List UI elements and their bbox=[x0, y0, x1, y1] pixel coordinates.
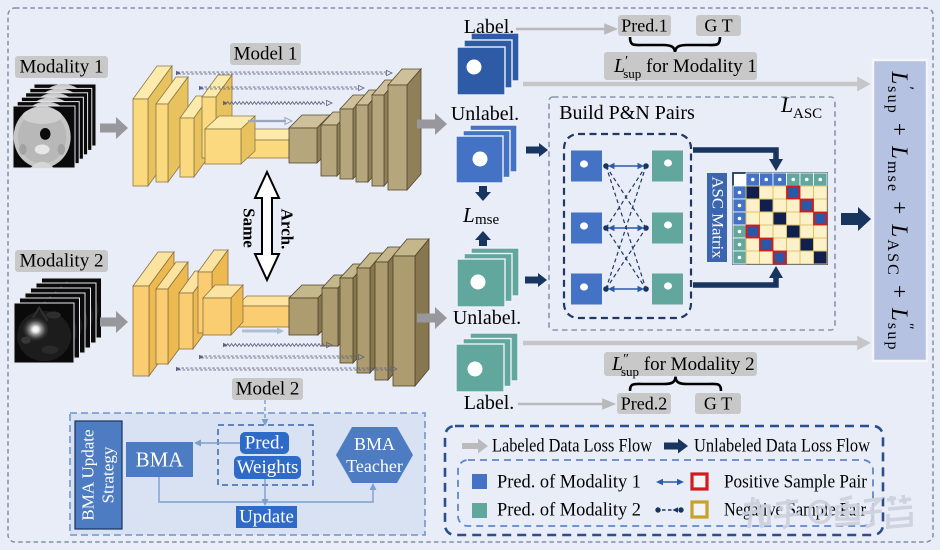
svg-text:L: L bbox=[462, 203, 475, 227]
svg-text:mse: mse bbox=[475, 212, 500, 228]
svg-text:Pred. of Modality 1: Pred. of Modality 1 bbox=[497, 472, 641, 493]
svg-text:Weights: Weights bbox=[237, 457, 299, 478]
svg-text:Unlabel.: Unlabel. bbox=[453, 307, 521, 329]
svg-text:BMA: BMA bbox=[354, 434, 395, 454]
svg-text:Pred.1: Pred.1 bbox=[621, 16, 668, 36]
svg-text:Same: Same bbox=[240, 208, 259, 248]
svg-text:Model 2: Model 2 bbox=[236, 379, 300, 400]
svg-text:BMA Update: BMA Update bbox=[79, 429, 98, 520]
svg-text:BMA: BMA bbox=[136, 448, 185, 472]
svg-text:Model 1: Model 1 bbox=[234, 44, 298, 65]
svg-text:Build P&N Pairs: Build P&N Pairs bbox=[559, 102, 695, 124]
svg-text:L″sup for Modality 2: L″sup for Modality 2 bbox=[611, 352, 755, 379]
svg-text:Modality 2: Modality 2 bbox=[20, 251, 104, 272]
svg-text:Pred.: Pred. bbox=[245, 433, 285, 454]
svg-text:Pred.2: Pred.2 bbox=[621, 394, 668, 414]
svg-text:G T: G T bbox=[704, 394, 732, 414]
svg-text:Label.: Label. bbox=[464, 16, 515, 38]
svg-text:Labeled Data Loss Flow: Labeled Data Loss Flow bbox=[492, 436, 652, 457]
svg-text:ASC Matrix: ASC Matrix bbox=[709, 177, 726, 259]
svg-text:Pred. of Modality 2: Pred. of Modality 2 bbox=[497, 500, 641, 521]
svg-text:L′sup for Modality 1: L′sup for Modality 1 bbox=[613, 54, 757, 81]
svg-text:Strategy: Strategy bbox=[99, 446, 118, 503]
svg-text:G T: G T bbox=[704, 16, 732, 36]
svg-text:Unlabel.: Unlabel. bbox=[451, 103, 519, 125]
svg-text:Positive Sample Pair: Positive Sample Pair bbox=[724, 472, 868, 493]
svg-text:Modality 1: Modality 1 bbox=[20, 57, 104, 78]
svg-text:Arch.: Arch. bbox=[278, 209, 297, 250]
svg-text:Label.: Label. bbox=[464, 392, 515, 414]
svg-text:Unlabeled Data Loss Flow: Unlabeled Data Loss Flow bbox=[694, 436, 870, 457]
svg-text:Update: Update bbox=[239, 507, 294, 528]
svg-text:L: L bbox=[780, 92, 793, 117]
svg-text:Teacher: Teacher bbox=[346, 456, 403, 476]
svg-text:ASC: ASC bbox=[793, 106, 822, 122]
